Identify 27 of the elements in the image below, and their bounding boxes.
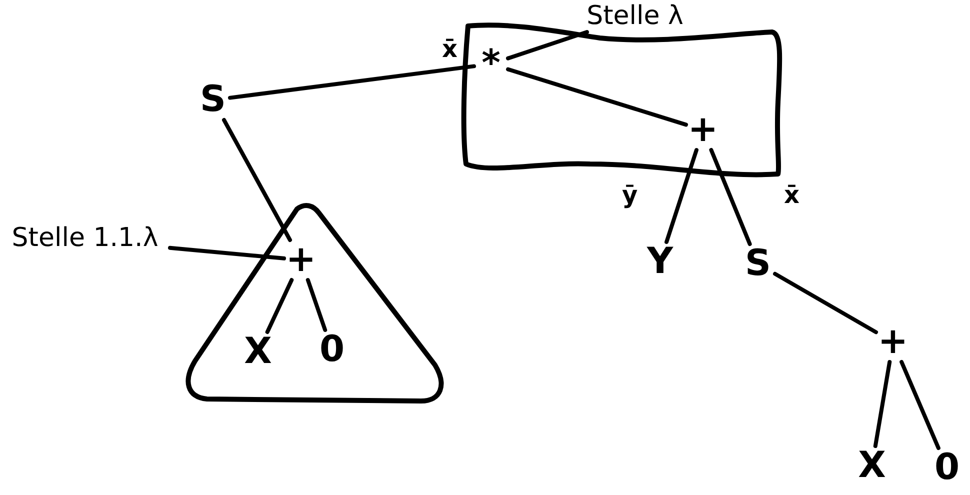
edge-label: ȳ <box>620 182 640 208</box>
tree-edge <box>506 67 688 127</box>
tree-edge <box>773 272 878 334</box>
tree-edge <box>306 278 328 332</box>
tree-edge <box>228 64 476 100</box>
tree-edge <box>900 360 940 450</box>
constant-label: 0 <box>315 330 349 370</box>
operator-symbol: * <box>474 44 508 84</box>
tree-edge <box>709 148 752 246</box>
annotation-text: Stelle λ <box>560 0 710 32</box>
tree-edge <box>664 148 698 244</box>
operator-symbol: + <box>876 322 910 362</box>
tree-edge <box>873 360 892 448</box>
annotation-text: Stelle 1.1.λ <box>0 222 170 258</box>
tree-node-label: S <box>741 244 775 284</box>
constant-label: 0 <box>930 448 964 488</box>
variable-label: Y <box>643 242 677 282</box>
operator-symbol: + <box>284 240 318 280</box>
subtree-triangle <box>185 205 443 405</box>
variable-label: X <box>855 446 889 486</box>
tree-node-label: S <box>196 80 230 120</box>
variable-label: X <box>241 332 275 372</box>
leader-line <box>168 246 286 260</box>
tree-edge <box>265 278 294 334</box>
operator-symbol: + <box>686 110 720 150</box>
tree-edge <box>222 118 292 242</box>
leader-line <box>506 30 589 60</box>
